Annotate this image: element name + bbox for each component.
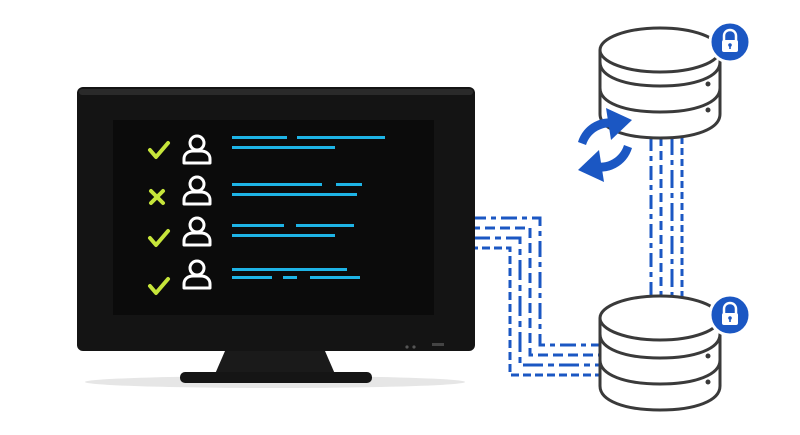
database-drive-lights — [705, 81, 711, 113]
indicator-light — [405, 345, 409, 349]
user-icon — [182, 134, 212, 165]
user-list — [148, 134, 385, 295]
user-row — [148, 134, 385, 165]
database-bottom — [598, 293, 752, 412]
check-icon — [148, 277, 170, 295]
database-icon — [598, 26, 722, 140]
database-drive-lights — [705, 353, 711, 385]
user-icon — [182, 175, 212, 206]
indicator-light — [412, 345, 416, 349]
database-top — [598, 20, 752, 140]
database-icon — [598, 294, 722, 412]
cross-icon — [149, 189, 165, 205]
user-row — [148, 259, 360, 295]
monitor — [77, 87, 475, 388]
monitor-to-database-connection — [470, 216, 612, 377]
power-button — [432, 343, 444, 346]
monitor-bezel-highlight — [79, 89, 473, 95]
check-icon — [148, 141, 170, 159]
user-icon — [182, 259, 212, 290]
user-icon — [182, 216, 212, 247]
user-row — [149, 175, 362, 206]
text-placeholder-lines — [232, 268, 360, 279]
monitor-base — [180, 372, 372, 383]
lock-icon — [708, 293, 752, 337]
check-icon — [148, 229, 170, 247]
text-placeholder-lines — [232, 136, 385, 149]
monitor-neck — [215, 351, 335, 374]
sync-arrows-icon — [578, 108, 632, 182]
database-sync-connection — [649, 137, 684, 308]
lock-icon — [708, 20, 752, 64]
user-row — [148, 216, 354, 247]
text-placeholder-lines — [232, 224, 354, 237]
text-placeholder-lines — [232, 183, 362, 196]
